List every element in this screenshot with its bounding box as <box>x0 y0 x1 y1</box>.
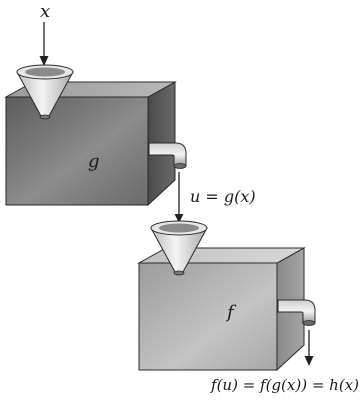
output-arrow <box>305 330 314 366</box>
machine-g: g <box>6 65 186 205</box>
intermediate-label: u = g(x) <box>190 187 256 206</box>
machine-g-label: g <box>88 151 100 172</box>
machine-f: f <box>139 221 315 370</box>
input-arrow <box>40 22 49 66</box>
output-label: f(u) = f(g(x)) = h(x) <box>210 376 359 394</box>
funnel-f-spout <box>174 271 184 275</box>
funnel-g-spout <box>40 115 50 119</box>
machine-f-pipe-mouth <box>303 321 315 326</box>
input-label: x <box>40 1 50 22</box>
machine-g-front <box>6 97 148 205</box>
machine-g-pipe-mouth <box>174 164 186 169</box>
intermediate-arrow <box>175 172 184 223</box>
machine-f-front <box>139 263 277 370</box>
